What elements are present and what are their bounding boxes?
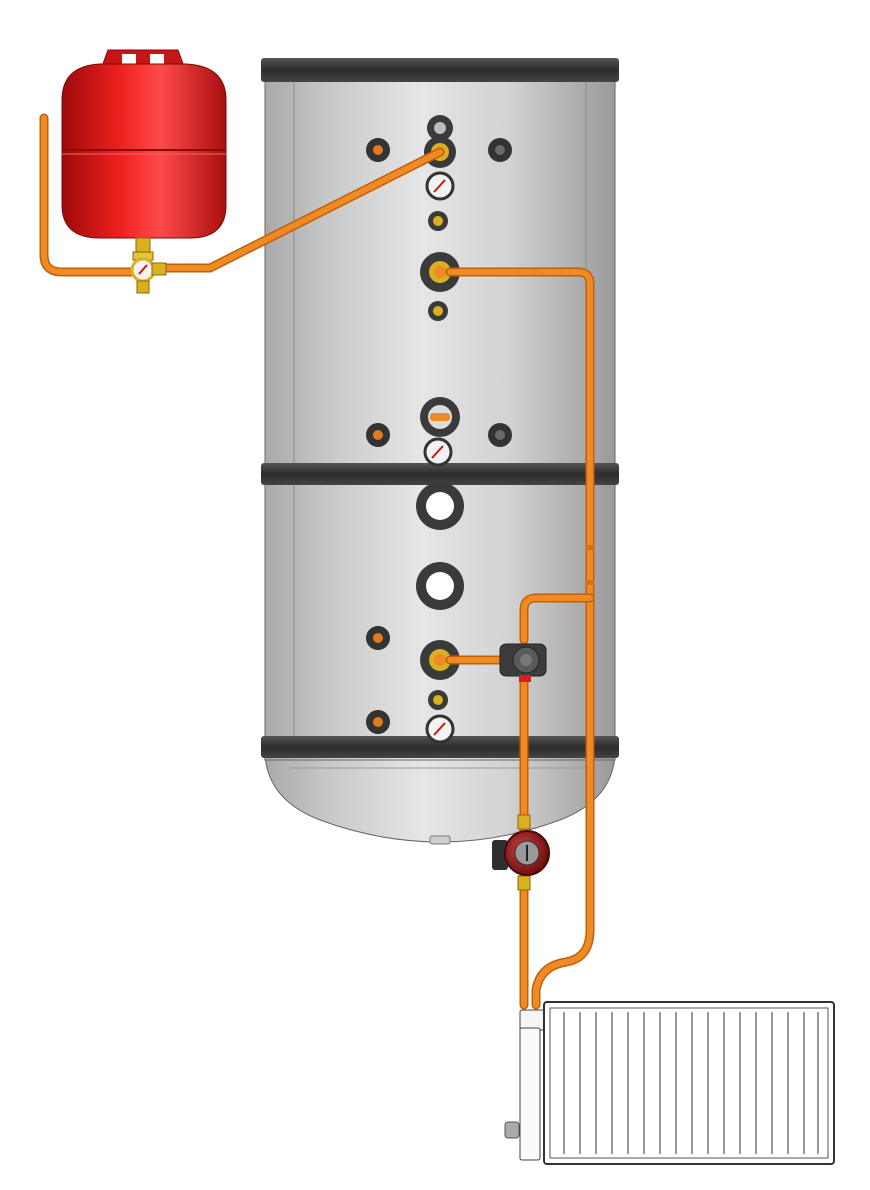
upper-connection-port xyxy=(420,252,460,292)
sensor-port xyxy=(428,211,448,231)
sensor-port xyxy=(428,690,448,710)
side-port xyxy=(366,423,390,447)
panel-radiator xyxy=(504,1001,835,1165)
sensor-port xyxy=(428,301,448,321)
radiator-panel xyxy=(543,1001,835,1165)
side-port xyxy=(366,138,390,162)
tank-top-band xyxy=(261,58,619,82)
expansion-vessel xyxy=(61,49,227,294)
side-port xyxy=(366,710,390,734)
thermometer-icon xyxy=(425,171,455,201)
return-connection-port xyxy=(420,640,460,680)
mixing-valve xyxy=(499,643,547,682)
side-port xyxy=(488,423,512,447)
radiator-fins xyxy=(563,1012,819,1154)
side-port xyxy=(488,138,512,162)
tank-center-fittings xyxy=(416,115,464,744)
pressure-gauge-icon xyxy=(130,257,156,283)
circulation-pump xyxy=(492,814,550,891)
coil-port xyxy=(416,482,464,530)
side-port xyxy=(366,626,390,650)
coil-port xyxy=(416,562,464,610)
top-sensor-port xyxy=(427,115,453,141)
tank-side-ports xyxy=(366,138,512,734)
thermometer-icon xyxy=(423,437,453,467)
tank-bottom-band xyxy=(261,736,619,758)
tank-middle-band xyxy=(261,463,619,485)
thermometer-icon xyxy=(425,714,455,744)
tank-drain-fitting xyxy=(429,835,451,845)
heater-port xyxy=(420,397,460,437)
